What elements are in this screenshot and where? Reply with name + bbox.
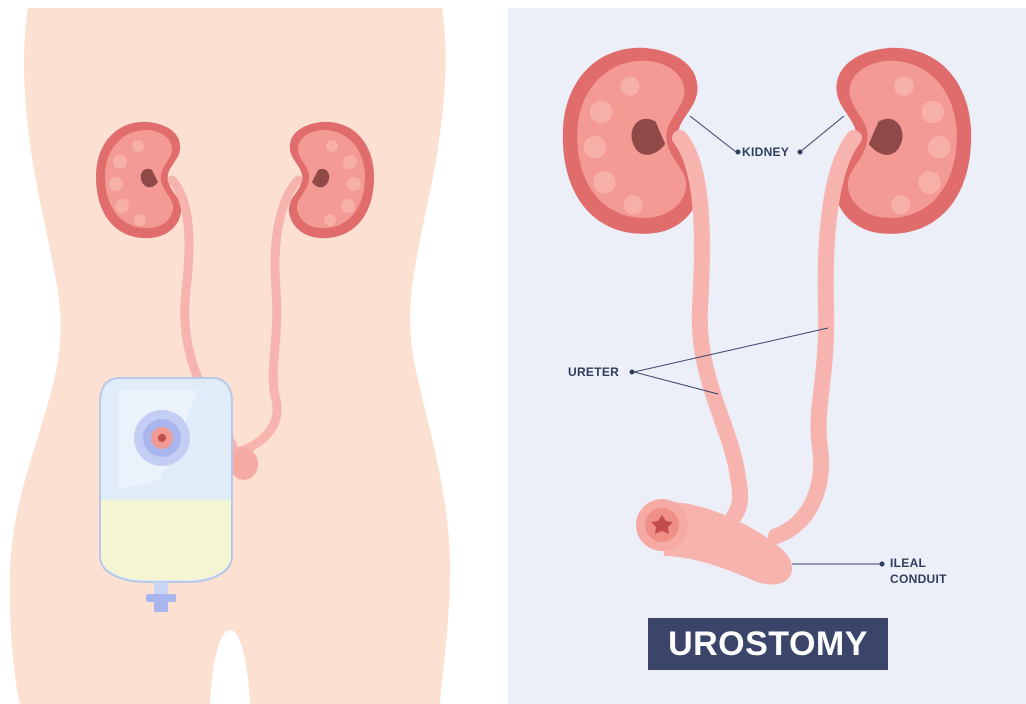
body-panel: [0, 0, 470, 704]
ileal-conduit: [636, 499, 792, 584]
anatomy-illustration: KIDNEY URETER ILEAL CONDUIT: [508, 8, 1026, 704]
ileal-label: ILEAL: [890, 556, 926, 570]
title-banner: UROSTOMY: [648, 618, 888, 670]
conduit-label: CONDUIT: [890, 572, 947, 586]
kidney-label: KIDNEY: [742, 145, 789, 159]
torso-silhouette: [10, 8, 450, 704]
ureter-label: URETER: [568, 365, 619, 379]
stoma-body: [230, 448, 258, 480]
body-illustration: [0, 0, 470, 704]
urostomy-bag: [100, 378, 232, 612]
page-title: UROSTOMY: [668, 625, 868, 664]
